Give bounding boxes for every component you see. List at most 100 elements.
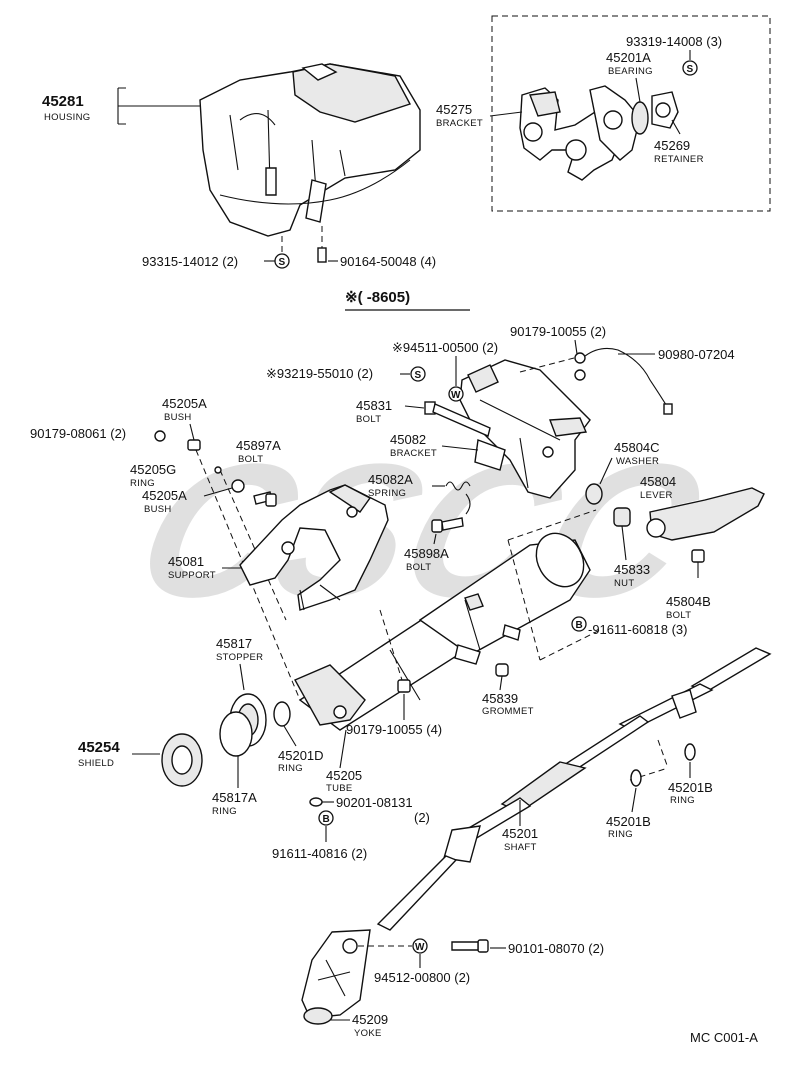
label-45833: 45833 bbox=[614, 562, 650, 577]
bush-45205A-top bbox=[187, 439, 201, 451]
label-45269-name: RETAINER bbox=[654, 154, 704, 165]
bracket-45082-part bbox=[459, 359, 591, 499]
symbol-w-94512 bbox=[412, 938, 428, 954]
column-tube-45205-part bbox=[294, 532, 591, 731]
grommet-45839 bbox=[495, 663, 509, 677]
svg-text:B: B bbox=[323, 814, 330, 825]
label-90179-10055-2: 90179-10055 (2) bbox=[510, 324, 606, 339]
label-45201B-left-name: RING bbox=[608, 829, 633, 840]
bush-45205A-low bbox=[231, 479, 245, 493]
symbol-w-94511 bbox=[448, 386, 464, 402]
label-45897A: 45897A bbox=[236, 438, 281, 453]
nut-90179-10055-4 bbox=[397, 679, 411, 693]
label-94512: 94512-00800 (2) bbox=[374, 970, 470, 985]
label-45201D: 45201D bbox=[278, 748, 324, 763]
label-45804-name: LEVER bbox=[640, 490, 673, 501]
label-45205A-low: 45205A bbox=[142, 488, 187, 503]
yoke-45209-part bbox=[301, 929, 371, 1025]
label-90201-qty: (2) bbox=[414, 810, 430, 825]
label-45281-name: HOUSING bbox=[44, 112, 90, 123]
label-45275: 45275 bbox=[436, 102, 472, 117]
bolt-45897A bbox=[253, 491, 277, 507]
housing-leader bbox=[117, 87, 200, 125]
label-45205G: 45205G bbox=[130, 462, 176, 477]
label-45898A-name: BOLT bbox=[406, 562, 431, 573]
label-45897A-name: BOLT bbox=[238, 454, 263, 465]
label-45804B-name: BOLT bbox=[666, 610, 691, 621]
label-45209-name: YOKE bbox=[354, 1028, 382, 1039]
svg-text:S: S bbox=[687, 64, 694, 75]
washer-45804C bbox=[585, 483, 603, 505]
label-45201D-name: RING bbox=[278, 763, 303, 774]
svg-text:S: S bbox=[415, 370, 422, 381]
label-45817: 45817 bbox=[216, 636, 252, 651]
label-45831: 45831 bbox=[356, 398, 392, 413]
symbol-b-91611-60818 bbox=[571, 616, 587, 632]
label-45201A-name: BEARING bbox=[608, 66, 653, 77]
label-90201: 90201-08131 bbox=[336, 795, 413, 810]
label-45082-name: BRACKET bbox=[390, 448, 437, 459]
label-45839: 45839 bbox=[482, 691, 518, 706]
label-45081: 45081 bbox=[168, 554, 204, 569]
bolt-45804B bbox=[691, 549, 705, 578]
housing-part bbox=[199, 63, 421, 237]
label-45817A-name: RING bbox=[212, 806, 237, 817]
ring-90201 bbox=[309, 797, 323, 807]
label-45839-name: GROMMET bbox=[482, 706, 534, 717]
label-45804C: 45804C bbox=[614, 440, 660, 455]
svg-text:S: S bbox=[279, 257, 286, 268]
svg-text:W: W bbox=[415, 942, 425, 953]
label-45201B-left: 45201B bbox=[606, 814, 651, 829]
label-45201B-right-name: RING bbox=[670, 795, 695, 806]
label-45209: 45209 bbox=[352, 1012, 388, 1027]
nut-90179-08061 bbox=[154, 430, 166, 442]
ring-45201B-right bbox=[684, 743, 696, 761]
label-91611-60818: -91611-60818 (3) bbox=[588, 622, 688, 637]
label-45831-name: BOLT bbox=[356, 414, 381, 425]
label-45269: 45269 bbox=[654, 138, 690, 153]
lever-45804 bbox=[646, 487, 765, 541]
label-45254: 45254 bbox=[78, 739, 120, 756]
label-90179-10055-4: 90179-10055 (4) bbox=[346, 722, 442, 737]
symbol-s-93219 bbox=[410, 366, 426, 382]
label-45817A: 45817A bbox=[212, 790, 257, 805]
bolt-90101 bbox=[451, 939, 489, 953]
footer-code: MC C001-A bbox=[690, 1030, 758, 1045]
label-90164: 90164-50048 (4) bbox=[340, 254, 436, 269]
label-45201B-right: 45201B bbox=[668, 780, 713, 795]
label-45275-name: BRACKET bbox=[436, 118, 483, 129]
label-45082: 45082 bbox=[390, 432, 426, 447]
svg-text:B: B bbox=[576, 620, 583, 631]
label-45082A-name: SPRING bbox=[368, 488, 406, 499]
label-45201: 45201 bbox=[502, 826, 538, 841]
label-91611-40816: 91611-40816 (2) bbox=[272, 846, 367, 861]
ring-45201D bbox=[273, 701, 291, 727]
label-93219: ※93219-55010 (2) bbox=[266, 366, 373, 381]
label-45898A: 45898A bbox=[404, 546, 449, 561]
label-45254-name: SHIELD bbox=[78, 758, 114, 769]
label-45205: 45205 bbox=[326, 768, 362, 783]
label-45833-name: NUT bbox=[614, 578, 634, 589]
label-45281: 45281 bbox=[42, 93, 84, 110]
label-45081-name: SUPPORT bbox=[168, 570, 216, 581]
label-45205A-top-name: BUSH bbox=[164, 412, 192, 423]
tube-dashed-guide bbox=[507, 509, 601, 661]
label-45205G-name: RING bbox=[130, 478, 155, 489]
label-45804B: 45804B bbox=[666, 594, 711, 609]
wire-harness-90980 bbox=[519, 347, 673, 415]
ignition-bracket-part bbox=[519, 85, 679, 181]
ring-45817A bbox=[219, 711, 253, 757]
support-45081-part bbox=[239, 484, 389, 611]
bolt-45898A bbox=[431, 517, 464, 533]
ring-45201B-left bbox=[630, 769, 642, 787]
bolt-90164 bbox=[317, 226, 327, 263]
svg-text:W: W bbox=[451, 390, 461, 401]
label-45205-name: TUBE bbox=[326, 783, 353, 794]
label-93319: 93319-14008 (3) bbox=[626, 34, 722, 49]
label-45804: 45804 bbox=[640, 474, 676, 489]
label-45201-name: SHAFT bbox=[504, 842, 537, 853]
symbol-s-93319 bbox=[682, 60, 698, 76]
label-45205A-top: 45205A bbox=[162, 396, 207, 411]
